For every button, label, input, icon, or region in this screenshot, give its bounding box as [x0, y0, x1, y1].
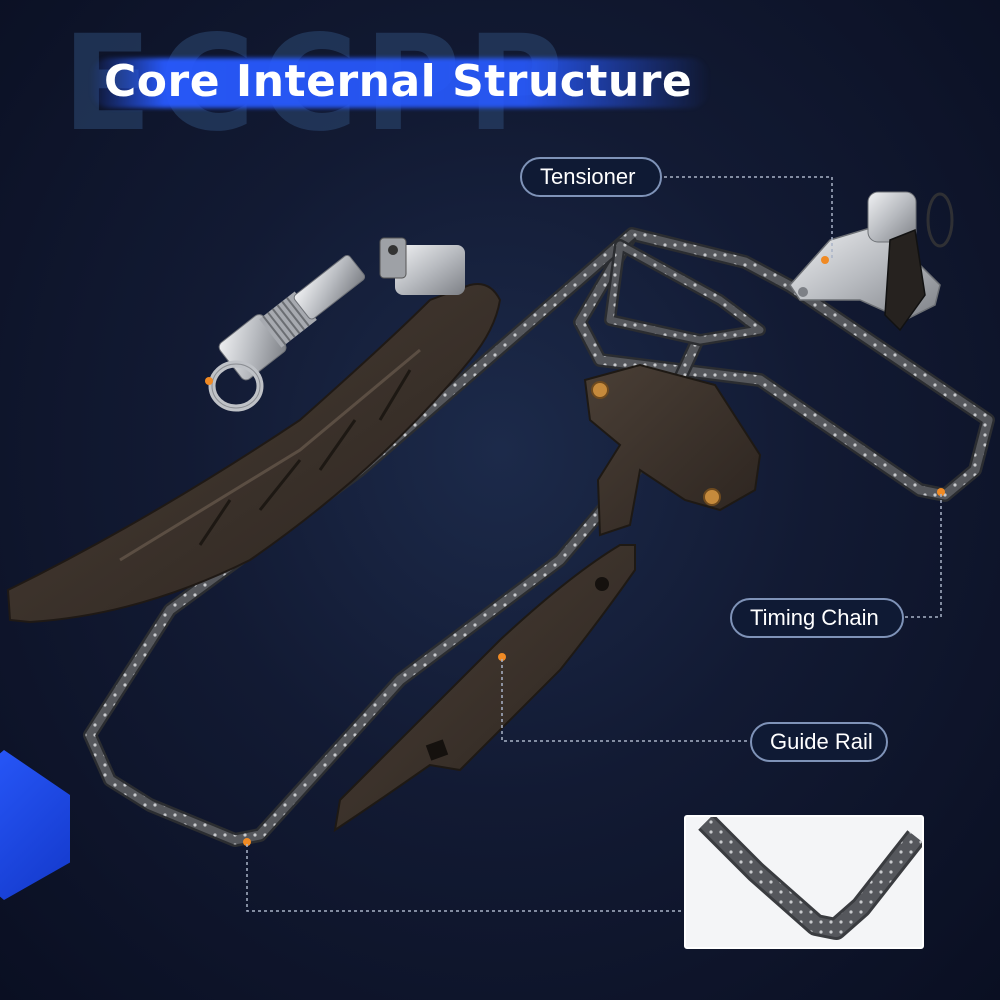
center-guide-bracket	[583, 363, 762, 537]
tensioner-label: Tensioner	[520, 157, 662, 197]
chain-tensioner	[789, 191, 954, 332]
chain-closeup-inset	[684, 815, 924, 949]
guide-rail-leader-line	[501, 659, 750, 742]
leader-lines	[246, 176, 942, 912]
tensioner-rail	[6, 283, 502, 624]
timing-chain-leader-line	[904, 494, 942, 618]
inset-leader-line	[246, 844, 684, 912]
orange-dot-icon	[498, 653, 506, 661]
guide-rail-label: Guide Rail	[750, 722, 888, 762]
title-highlight-band	[90, 58, 710, 108]
orange-dot-icon	[205, 377, 213, 385]
page-title: Core Internal Structure	[104, 56, 693, 107]
chain-closeup-image	[698, 817, 922, 940]
guide-rail	[333, 544, 636, 833]
timing-chain	[83, 227, 995, 847]
tensioner-leader-line	[664, 176, 833, 258]
timing-chain-label: Timing Chain	[730, 598, 904, 638]
rail-tensioner-block	[379, 237, 465, 295]
orange-dot-icon	[821, 256, 829, 264]
orange-dot-icon	[243, 838, 251, 846]
orange-dot-icon	[937, 488, 945, 496]
seal-ring	[208, 360, 264, 412]
callout-markers	[205, 256, 945, 846]
